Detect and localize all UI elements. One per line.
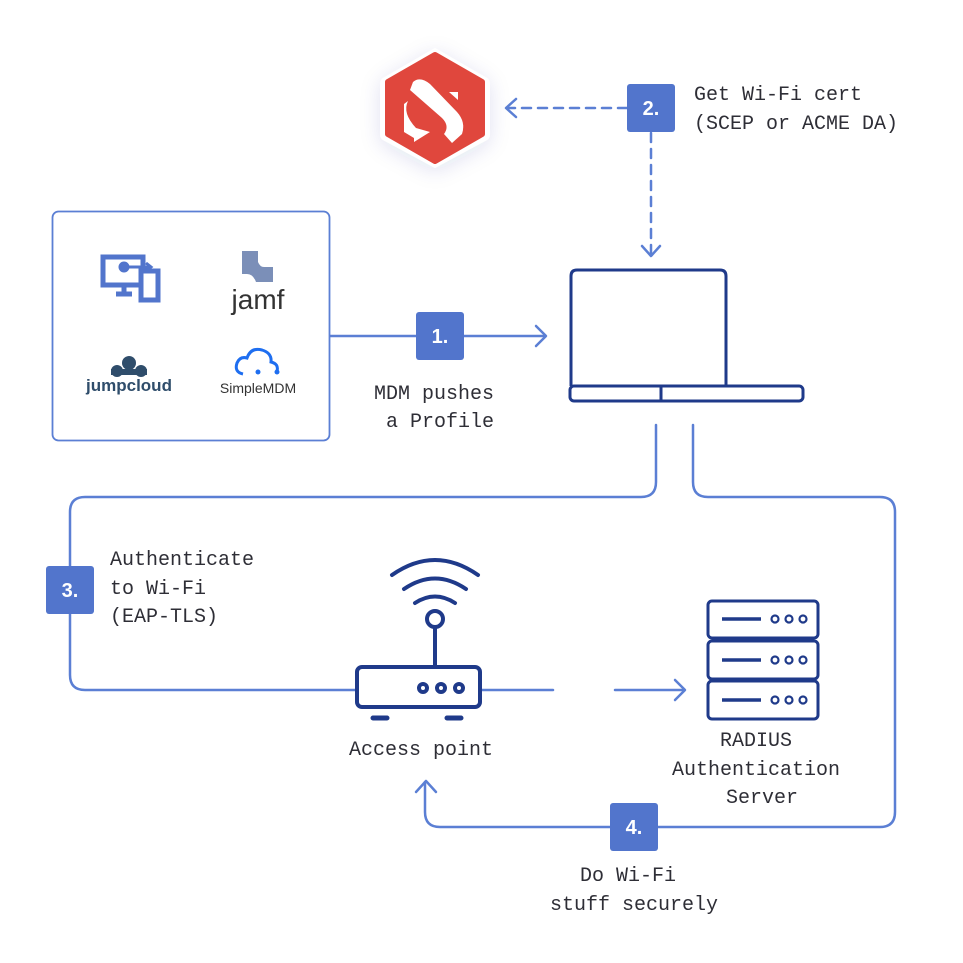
connector-laptop-to-radius-loop	[423, 423, 897, 829]
laptop-icon	[568, 268, 805, 403]
step-4-label: Do Wi-Fi stuff securely	[550, 865, 718, 917]
svg-text:1.: 1.	[432, 326, 449, 348]
step-2-label: Get Wi-Fi cert (SCEP or ACME DA)	[694, 84, 898, 136]
wifi-router-icon	[355, 558, 482, 721]
mdm-providers-box	[51, 210, 331, 442]
smallstep-logo-icon	[380, 48, 490, 168]
step-3-badge: 3.	[46, 566, 94, 614]
svg-text:jumpcloud: jumpcloud	[85, 376, 172, 395]
connector-laptop-to-ap	[68, 423, 658, 692]
jumpcloud-logo: jumpcloud	[85, 356, 172, 395]
step-2-badge: 2.	[627, 84, 675, 132]
device-management-icon	[100, 254, 161, 303]
svg-text:2.: 2.	[643, 98, 660, 120]
svg-text:SimpleMDM: SimpleMDM	[220, 380, 296, 396]
jamf-logo: jamf	[231, 251, 285, 315]
arrowhead-up	[414, 779, 438, 794]
arrowhead-left	[504, 97, 518, 119]
simplemdm-logo: SimpleMDM	[220, 347, 296, 396]
arrowhead-down	[640, 244, 662, 258]
svg-text:4.: 4.	[626, 817, 643, 839]
arrowhead-right	[673, 678, 687, 702]
server-stack-icon	[706, 599, 820, 721]
arrowhead-right	[534, 324, 548, 348]
step-1-label: MDM pushes a Profile	[374, 383, 506, 434]
svg-text:jamf: jamf	[231, 284, 285, 315]
svg-text:3.: 3.	[62, 580, 79, 602]
step-3-label: Authenticate to Wi-Fi (EAP-TLS)	[110, 549, 266, 629]
step-1-badge: 1.	[416, 312, 464, 360]
access-point-label: Access point	[349, 739, 493, 762]
radius-server-label: RADIUS Authentication Server	[672, 730, 852, 810]
step-4-badge: 4.	[610, 803, 658, 851]
